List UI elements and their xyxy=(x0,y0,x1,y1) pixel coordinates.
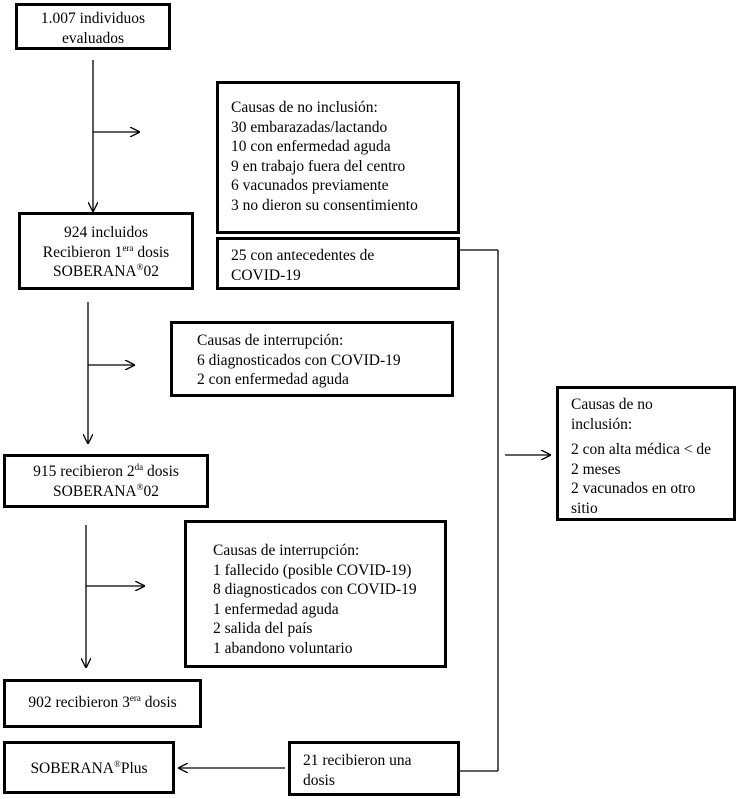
covid-history-box: 25 con antecedentes de COVID-19 xyxy=(216,237,460,290)
no-inclusion-2-item: 2 meses xyxy=(571,460,621,478)
third-dose-label: 902 recibieron 3era dosis xyxy=(28,693,177,712)
interruption-1-title: Causas de interrupción: xyxy=(197,332,344,349)
interruption-2-item: 1 abandono voluntario xyxy=(213,639,353,657)
covid-history-line-1: 25 con antecedentes de xyxy=(231,247,375,264)
evaluated-box: 1.007 individuos evaluados xyxy=(15,3,171,50)
no-inclusion-1-title: Causas de no inclusión: xyxy=(231,99,378,116)
interruption-box-2: Causas de interrupción: 1 fallecido (pos… xyxy=(184,520,447,668)
covid-history-line-2: COVID-19 xyxy=(231,266,301,284)
no-inclusion-2-item: 2 vacunados en otro xyxy=(571,480,696,497)
second-dose-box: 915 recibieron 2da dosis SOBERANA®02 xyxy=(3,454,209,508)
no-inclusion-1-item: 10 con enfermedad aguda xyxy=(231,138,391,155)
no-inclusion-2-item: 2 con alta médica < de xyxy=(571,441,711,458)
second-dose-line-2: SOBERANA®02 xyxy=(53,481,159,500)
evaluated-line-1: 1.007 individuos xyxy=(40,10,146,27)
one-dose-line-1: 21 recibieron una xyxy=(303,752,412,769)
no-inclusion-2-title-line-1: Causas de no xyxy=(571,396,653,413)
one-dose-box: 21 recibieron una dosis xyxy=(288,741,460,796)
no-inclusion-box-1: Causas de no inclusión: 30 embarazadas/l… xyxy=(216,81,460,234)
no-inclusion-1-item: 3 no dieron su consentimiento xyxy=(231,196,418,214)
no-inclusion-1-item: 6 vacunados previamente xyxy=(231,177,389,194)
interruption-2-item: 1 fallecido (posible COVID-19) xyxy=(213,561,412,579)
soberana-plus-label: SOBERANA®Plus xyxy=(30,759,148,778)
soberana-plus-box: SOBERANA®Plus xyxy=(3,741,175,794)
second-dose-line-1: 915 recibieron 2da dosis xyxy=(33,462,179,481)
interruption-2-item: 8 diagnosticados con COVID-19 xyxy=(213,581,417,598)
no-inclusion-2-item: sitio xyxy=(571,499,598,517)
included-box: 924 incluidos Recibieron 1era dosis SOBE… xyxy=(18,212,194,290)
no-inclusion-1-item: 9 en trabajo fuera del centro xyxy=(231,157,406,175)
no-inclusion-box-2: Causas de no inclusión: 2 con alta médic… xyxy=(556,386,736,521)
interruption-2-title: Causas de interrupción: xyxy=(213,542,360,559)
included-line-1: 924 incluidos xyxy=(64,224,148,241)
no-inclusion-1-item: 30 embarazadas/lactando xyxy=(231,118,388,136)
included-line-2: Recibieron 1era dosis xyxy=(42,242,170,261)
third-dose-box: 902 recibieron 3era dosis xyxy=(3,679,202,728)
interruption-1-item: 2 con enfermedad aguda xyxy=(197,371,349,388)
interruption-2-item: 1 enfermedad aguda xyxy=(213,600,339,618)
no-inclusion-2-title-line-2: inclusión: xyxy=(571,415,633,433)
interruption-1-item: 6 diagnosticados con COVID-19 xyxy=(197,351,401,369)
one-dose-line-2: dosis xyxy=(303,771,335,789)
evaluated-line-2: evaluados xyxy=(62,29,124,47)
included-line-3: SOBERANA®02 xyxy=(53,262,159,281)
interruption-box-1: Causas de interrupción: 6 diagnosticados… xyxy=(170,321,454,397)
interruption-2-item: 2 salida del país xyxy=(213,620,313,637)
